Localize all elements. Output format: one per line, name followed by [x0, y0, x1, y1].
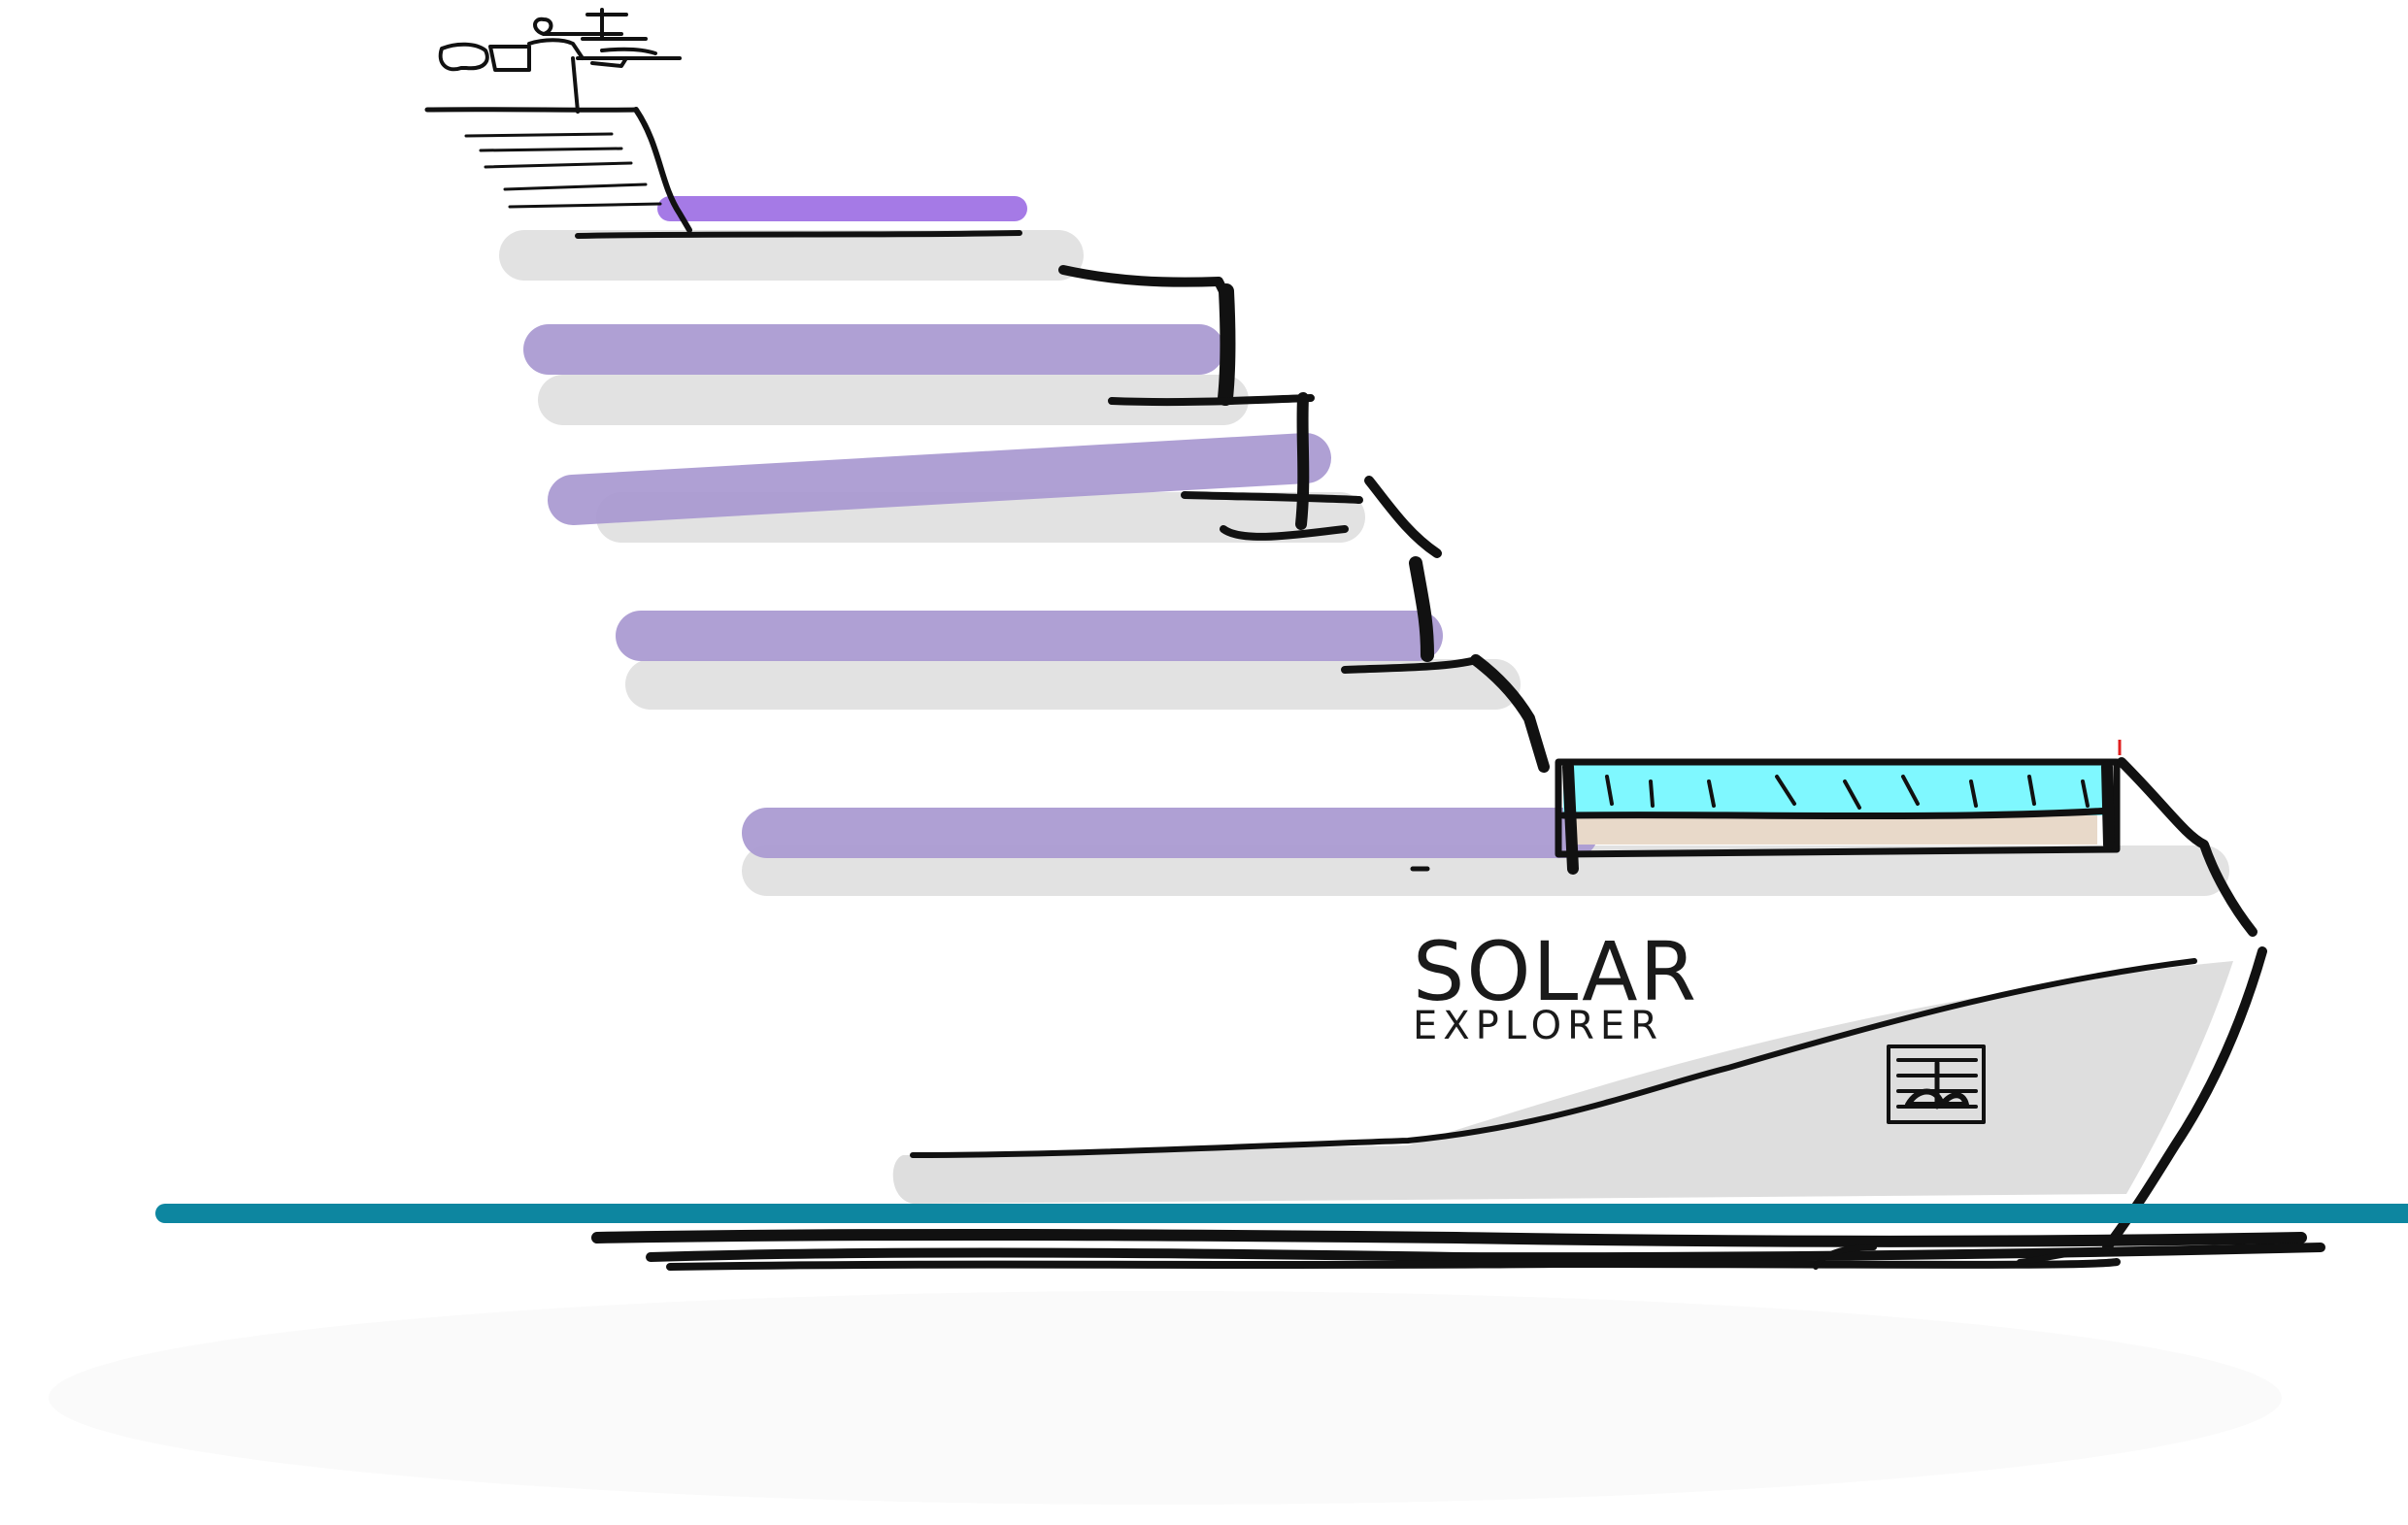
- ship-name-line1: SOLAR: [1413, 924, 1698, 1019]
- mast-icon: [438, 8, 682, 114]
- ship-name-line2: EXPLORER: [1413, 1004, 1663, 1048]
- pool: [1555, 758, 2121, 858]
- pool-outline: [1555, 758, 2121, 858]
- solar-panel-2: [548, 433, 1331, 525]
- deck-slabs: [499, 230, 2229, 896]
- hull-outline: [591, 946, 2325, 1271]
- ship-name: SOLAR EXPLORER: [1413, 924, 1698, 1048]
- pool-wave-marks: [1605, 775, 2090, 810]
- ship-emblem-icon: [1887, 1044, 1986, 1124]
- superstructure-outline: [424, 107, 2258, 937]
- bridge-windows: [464, 132, 662, 209]
- pool-water: [1563, 765, 2107, 815]
- background-wash: [49, 1291, 2282, 1505]
- solar-panels: [523, 324, 1598, 858]
